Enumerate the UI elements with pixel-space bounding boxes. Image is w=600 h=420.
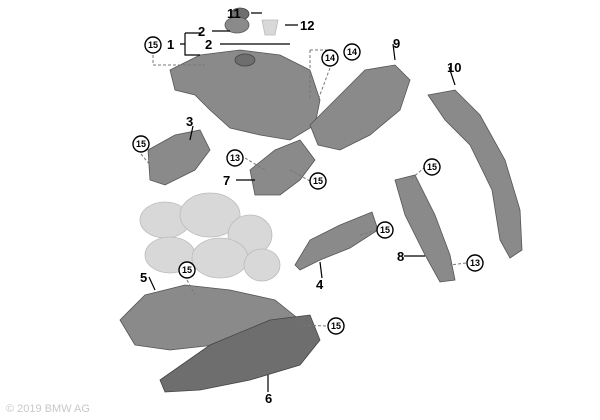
svg-text:14: 14	[325, 53, 335, 63]
callout-13: 13	[226, 149, 244, 167]
part-1-heat-shield[interactable]	[169, 49, 321, 141]
label-part-2: 2	[198, 24, 205, 39]
label-part-6: 6	[265, 391, 272, 406]
callout-15: 15	[132, 135, 150, 153]
label-part-3: 3	[186, 114, 193, 129]
callout-15: 15	[144, 36, 162, 54]
label-part-9: 9	[393, 36, 400, 51]
callout-15: 15	[178, 261, 196, 279]
label-part-12: 12	[300, 18, 314, 33]
svg-text:15: 15	[148, 40, 158, 50]
part-6-heat-shield[interactable]	[159, 314, 321, 393]
callout-15: 15	[327, 317, 345, 335]
leader-lines	[140, 12, 467, 392]
label-part-11: 11	[227, 6, 241, 21]
svg-text:15: 15	[380, 225, 390, 235]
part-2-grommet[interactable]	[224, 16, 250, 34]
svg-text:13: 13	[230, 153, 240, 163]
callout-15: 15	[376, 221, 394, 239]
part-1-opening	[234, 53, 256, 67]
callout-15: 15	[309, 172, 327, 190]
label-part-4: 4	[316, 277, 324, 292]
turbocharger-ghost	[139, 192, 281, 282]
part-9-heat-shield[interactable]	[309, 64, 411, 151]
svg-text:15: 15	[136, 139, 146, 149]
label-part-1: 1	[167, 37, 174, 52]
copyright-watermark: © 2019 BMW AG	[6, 403, 90, 415]
callout-14: 14	[343, 43, 361, 61]
svg-text:15: 15	[313, 176, 323, 186]
label-part-5: 5	[140, 270, 147, 285]
label-part-2b: 2	[205, 37, 212, 52]
label-part-7: 7	[223, 173, 230, 188]
callout-13: 13	[466, 254, 484, 272]
callout-15: 15	[423, 158, 441, 176]
label-part-8: 8	[397, 249, 404, 264]
part-7-heat-shield[interactable]	[249, 139, 316, 196]
svg-text:13: 13	[470, 258, 480, 268]
part-8-heat-shield[interactable]	[394, 174, 456, 283]
part-3-heat-shield[interactable]	[147, 129, 211, 186]
part-4-heat-shield[interactable]	[294, 211, 379, 271]
part-10-heat-shield[interactable]	[427, 89, 523, 259]
part-12-cup[interactable]	[261, 19, 279, 36]
svg-text:14: 14	[347, 47, 357, 57]
svg-text:15: 15	[427, 162, 437, 172]
svg-text:15: 15	[331, 321, 341, 331]
callout-14: 14	[321, 49, 339, 67]
svg-text:15: 15	[182, 265, 192, 275]
label-part-10: 10	[447, 60, 461, 75]
